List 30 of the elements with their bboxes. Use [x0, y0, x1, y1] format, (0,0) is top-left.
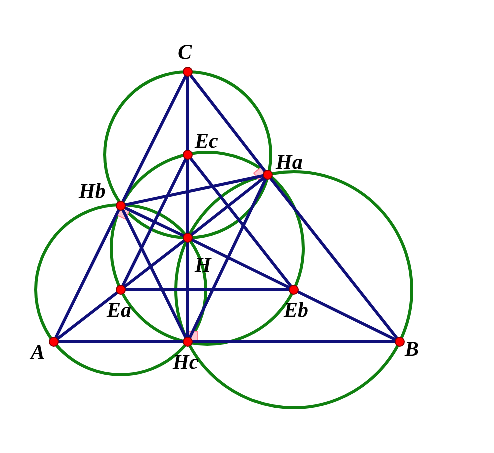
point-label: Ea — [107, 299, 132, 321]
point-label: Hc — [173, 351, 199, 373]
line-segment — [124, 288, 290, 292]
line-segment — [192, 340, 396, 344]
line-segment — [58, 340, 184, 344]
line-segment — [297, 290, 397, 342]
line-segment — [186, 242, 190, 338]
line-segment — [186, 158, 190, 234]
line-segment — [191, 238, 291, 290]
line-segment — [190, 74, 266, 173]
line-segment — [124, 206, 185, 238]
point-label: B — [405, 338, 420, 360]
point-label: Eb — [284, 299, 309, 321]
point-label: Hb — [79, 180, 106, 202]
line-segment — [56, 292, 119, 340]
line-segment — [122, 75, 188, 203]
line-segment — [124, 174, 265, 206]
line-segment — [188, 178, 268, 339]
line-segment — [190, 157, 292, 288]
line-segment — [54, 209, 120, 339]
point-label: C — [178, 41, 192, 63]
line-segment — [122, 209, 188, 339]
line-segment — [270, 177, 398, 340]
point-label: Ec — [195, 130, 218, 152]
line-segment — [122, 158, 188, 287]
line-segment — [190, 176, 266, 236]
point-label: A — [31, 341, 46, 363]
line-segment — [123, 240, 186, 288]
point-label: Ha — [276, 151, 303, 173]
line-segment — [186, 76, 190, 152]
